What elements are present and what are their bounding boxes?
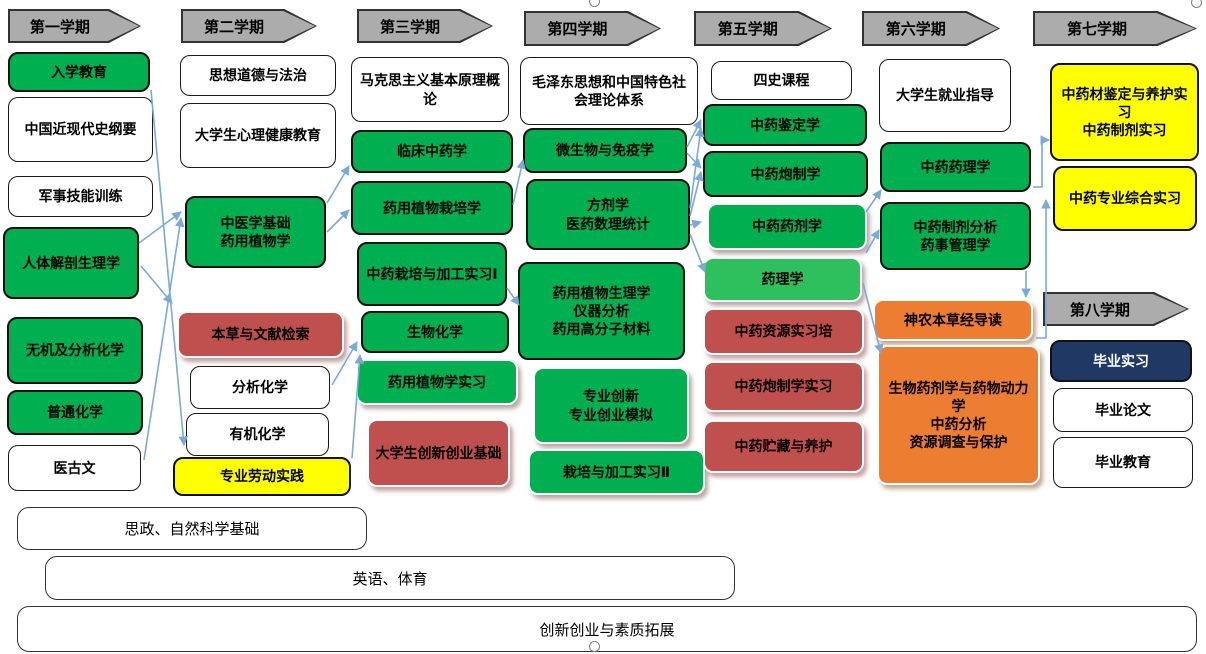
connector-arrow	[326, 165, 350, 204]
course-s4-0: 毛泽东思想和中国特色社会理论体系	[520, 57, 698, 125]
connector-arrow	[689, 219, 702, 229]
course-s2-4: 分析化学	[190, 366, 330, 409]
course-s6-4: 生物药剂学与药物动力学 中药分析 资源调查与保护	[877, 345, 1040, 485]
arrow-shape-fill	[1035, 13, 1195, 44]
course-s5-1: 中药鉴定学	[703, 104, 867, 146]
course-s8-0: 毕业实习	[1050, 340, 1192, 382]
course-s2-5: 有机化学	[186, 413, 329, 456]
band-innovation-quality: 创新创业与素质拓展	[17, 606, 1197, 652]
course-s5-0: 四史课程	[711, 61, 852, 100]
course-s3-0: 马克思主义基本原理概论	[351, 57, 509, 122]
course-s1-5: 普通化学	[7, 390, 143, 435]
semester-header-5: 第五学期	[694, 11, 832, 46]
connector-knob	[589, 0, 600, 7]
arrow-shape-fill	[359, 11, 491, 41]
connector-arrow	[140, 265, 173, 304]
course-s4-4: 专业创新 专业创业模拟	[533, 367, 689, 444]
course-s4-5: 栽培与加工实习Ⅱ	[528, 449, 705, 495]
connector-arrow	[143, 217, 185, 461]
arrow-shape-fill	[183, 11, 315, 41]
course-s3-1: 临床中药学	[351, 130, 513, 173]
course-s4-2: 方剂学 医药数理统计	[526, 179, 690, 250]
semester-label: 第三学期	[380, 18, 441, 36]
course-s1-4: 无机及分析化学	[7, 317, 143, 384]
course-s2-2: 中医学基础 药用植物学	[185, 196, 326, 268]
connector-arrow	[865, 229, 880, 254]
semester-label: 第四学期	[547, 21, 608, 38]
course-s1-2: 军事技能训练	[8, 176, 153, 217]
semester-label: 第五学期	[717, 21, 778, 38]
arrow-shape-fill	[10, 11, 139, 41]
band-english-pe: 英语、体育	[45, 556, 735, 600]
semester-header-7: 第七学期	[1033, 11, 1197, 46]
arrow-shape-fill	[526, 13, 659, 44]
course-s4-1: 微生物与免疫学	[523, 128, 687, 173]
course-s6-1: 中药药理学	[880, 142, 1031, 192]
course-s1-6: 医古文	[8, 445, 141, 491]
semester-header-2: 第二学期	[181, 9, 317, 43]
course-s3-2: 药用植物栽培学	[351, 181, 513, 235]
arrow-shape-fill	[1045, 294, 1187, 324]
course-s2-0: 思想道德与法治	[180, 55, 336, 96]
course-s7-1: 中药专业综合实习	[1053, 166, 1197, 231]
course-s2-3: 本草与文献检索	[177, 311, 344, 358]
arrow-shape-fill	[864, 13, 998, 44]
semester-label: 第六学期	[885, 21, 946, 38]
connector-arrow	[689, 171, 704, 217]
course-s1-1: 中国近现代史纲要	[8, 97, 153, 162]
course-s8-1: 毕业论文	[1053, 388, 1193, 432]
semester-label: 第一学期	[29, 18, 90, 36]
connector-knob	[589, 641, 600, 652]
semester-header-4: 第四学期	[524, 11, 661, 46]
course-s5-7: 中药贮藏与养护	[703, 420, 864, 473]
semester-label: 第七学期	[1066, 21, 1127, 38]
semester-label: 第八学期	[1069, 301, 1130, 319]
semester-header-1: 第一学期	[8, 9, 141, 43]
course-s5-2: 中药炮制学	[703, 151, 868, 197]
course-s1-0: 入学教育	[8, 52, 150, 92]
course-s2-6: 专业劳动实践	[173, 457, 351, 496]
course-s8-2: 毕业教育	[1053, 437, 1193, 488]
course-s6-2: 中药制剂分析 药事管理学	[880, 202, 1031, 270]
connector-arrow	[1033, 135, 1050, 188]
course-s6-0: 大学生就业指导	[879, 59, 1011, 132]
course-s3-3: 中药栽培与加工实习Ⅰ	[357, 242, 507, 306]
semester-header-8: 第八学期	[1043, 292, 1189, 326]
semester-header-6: 第六学期	[862, 11, 1000, 46]
semester-header-3: 第三学期	[357, 9, 493, 43]
course-s5-4: 药理学	[703, 257, 862, 302]
semester-label: 第二学期	[204, 18, 265, 36]
course-s3-6: 大学生创新创业基础	[367, 419, 510, 487]
band-ideology-science: 思政、自然科学基础	[17, 507, 367, 550]
course-s1-3: 人体解剖生理学	[3, 227, 139, 299]
course-s5-6: 中药炮制学实习	[703, 361, 864, 412]
course-s5-3: 中药药剂学	[707, 203, 867, 250]
connector-knob	[1191, 0, 1202, 8]
course-s5-5: 中药资源实习培	[703, 308, 864, 355]
course-s3-4: 生物化学	[361, 311, 509, 353]
course-s7-0: 中药材鉴定与养护实习 中药制剂实习	[1050, 63, 1199, 161]
connector-arrow	[326, 209, 350, 233]
connector-arrow	[865, 189, 882, 213]
connector-arrow	[512, 159, 526, 206]
connector-arrow	[686, 152, 702, 169]
arrow-shape-fill	[696, 13, 830, 44]
course-s3-5: 药用植物学实习	[356, 359, 518, 405]
course-s6-3: 神农本草经导读	[873, 299, 1033, 341]
course-s4-3: 药用植物生理学 仪器分析 药用高分子材料	[518, 262, 685, 360]
course-s2-1: 大学生心理健康教育	[180, 103, 336, 168]
connector-arrow	[689, 127, 705, 209]
